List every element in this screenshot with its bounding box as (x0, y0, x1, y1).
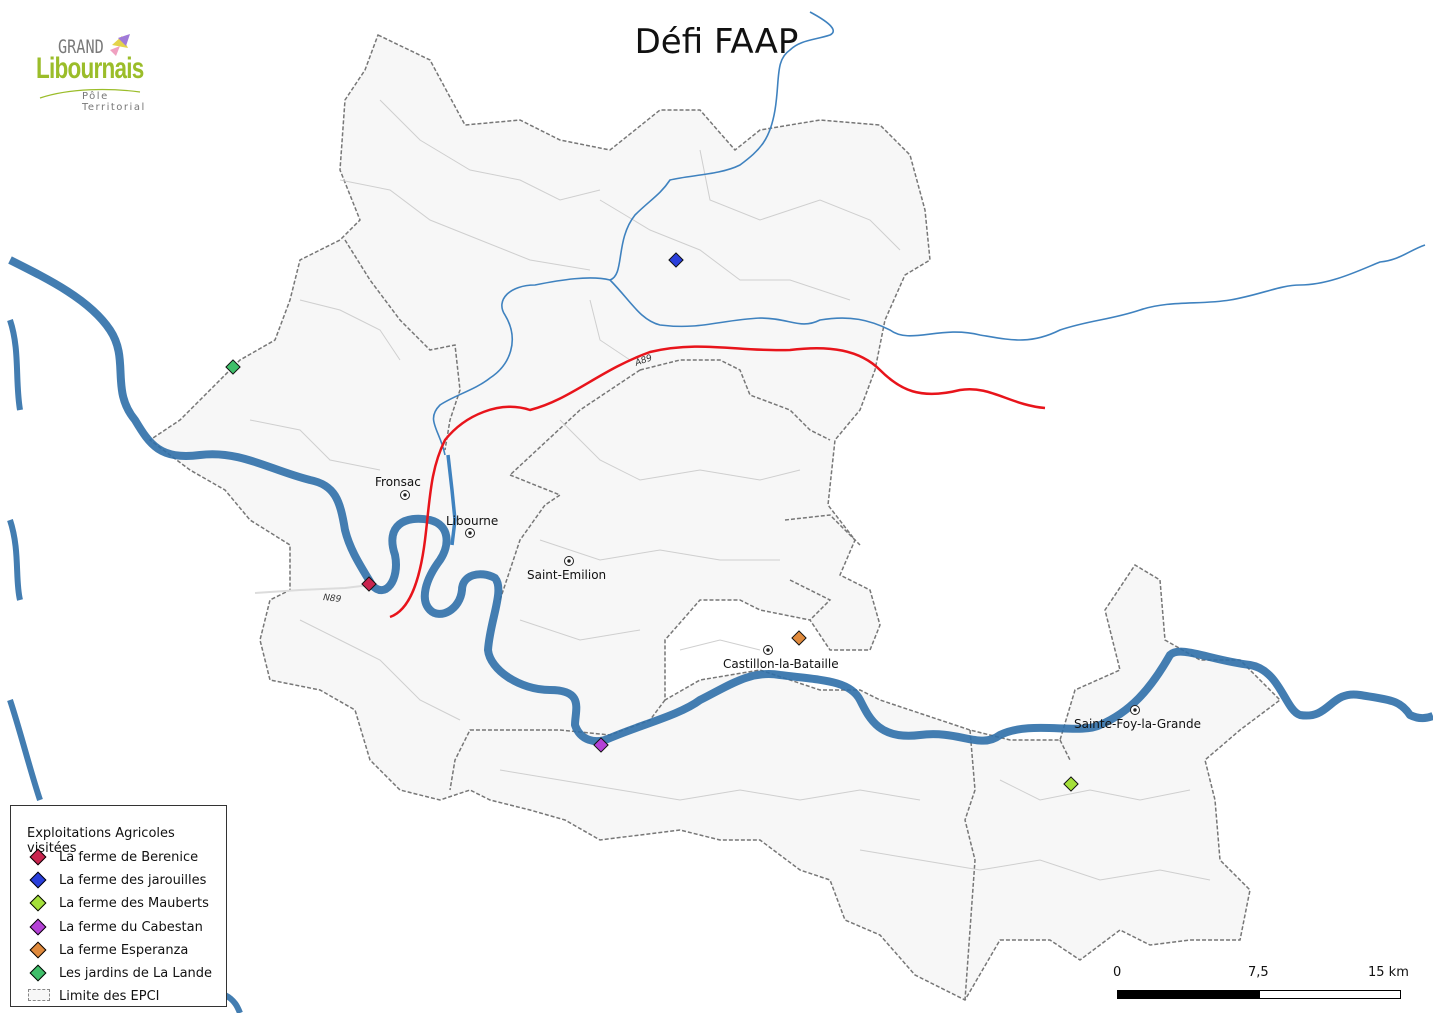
legend-item-label: Limite des EPCI (59, 988, 160, 1004)
farm-marker-esperanza[interactable] (791, 630, 807, 646)
map-title: Défi FAAP (634, 22, 799, 62)
diamond-icon (29, 871, 47, 889)
legend-item-lalande: Les jardins de La Lande (27, 963, 212, 983)
farm-marker-jarouilles[interactable] (668, 252, 684, 268)
logo-line3: Pôle Territorial (82, 91, 146, 113)
scale-tick-end: 15 km (1368, 965, 1409, 980)
road-label-n89: N89 (322, 593, 342, 605)
town-label-fronsac: Fronsac (375, 475, 421, 489)
diamond-icon (29, 848, 47, 866)
legend-item-cabestan: La ferme du Cabestan (27, 917, 203, 937)
scale-tick-mid: 7,5 (1248, 965, 1269, 980)
scale-bar: 0 7,5 15 km (1110, 965, 1410, 1005)
town-label-libourne: Libourne (446, 514, 499, 528)
scale-tick-0: 0 (1113, 965, 1122, 980)
legend-item-mauberts: La ferme des Mauberts (27, 893, 209, 913)
logo: GRAND Libournais Pôle Territorial (30, 30, 160, 113)
scale-segment-white (1259, 990, 1401, 999)
diamond-icon (29, 941, 47, 959)
logo-line1: GRAND (58, 36, 104, 58)
farm-marker-berenice[interactable] (361, 576, 377, 592)
legend-item-label: La ferme des Mauberts (59, 895, 209, 911)
legend-item-label: La ferme des jarouilles (59, 872, 207, 888)
scale-segment-black (1117, 990, 1260, 999)
legend-item-label: La ferme du Cabestan (59, 919, 203, 935)
epci-boundaries (344, 239, 1071, 1001)
legend-item-label: La ferme de Berenice (59, 849, 199, 865)
legend: Exploitations Agricoles visitées La ferm… (10, 805, 227, 1007)
legend-item-label: Les jardins de La Lande (59, 965, 213, 981)
town-label-sainte-foy: Sainte-Foy-la-Grande (1074, 717, 1202, 731)
farm-marker-cabestan[interactable] (593, 737, 609, 753)
territory-area (148, 33, 1282, 1001)
legend-item-jarouilles: La ferme des jarouilles (27, 870, 206, 890)
logo-line2: Libournais (36, 52, 144, 85)
isle-river (432, 11, 834, 456)
diamond-icon (29, 894, 47, 912)
town-label-castillon: Castillon-la-Bataille (723, 657, 839, 671)
legend-item-epci: Limite des EPCI (27, 986, 159, 1006)
town-label-saint-emilion: Saint-Emilion (527, 568, 607, 582)
legend-item-label: La ferme Esperanza (59, 942, 189, 958)
town-markers (400, 490, 1140, 715)
logo-graphic (39, 34, 141, 99)
n89-road (254, 584, 371, 594)
legend-item-esperanza: La ferme Esperanza (27, 940, 188, 960)
farm-marker-mauberts[interactable] (1063, 776, 1079, 792)
farm-marker-lalande[interactable] (225, 359, 241, 375)
legend-item-berenice: La ferme de Berenice (27, 847, 198, 867)
commune-boundaries (249, 99, 1211, 881)
dordogne-river (8, 256, 1433, 746)
diamond-icon (29, 964, 47, 982)
dronne-river (609, 244, 1426, 341)
dashed-box-icon (28, 989, 50, 1001)
diamond-icon (29, 918, 47, 936)
a89-motorway (389, 345, 1046, 619)
